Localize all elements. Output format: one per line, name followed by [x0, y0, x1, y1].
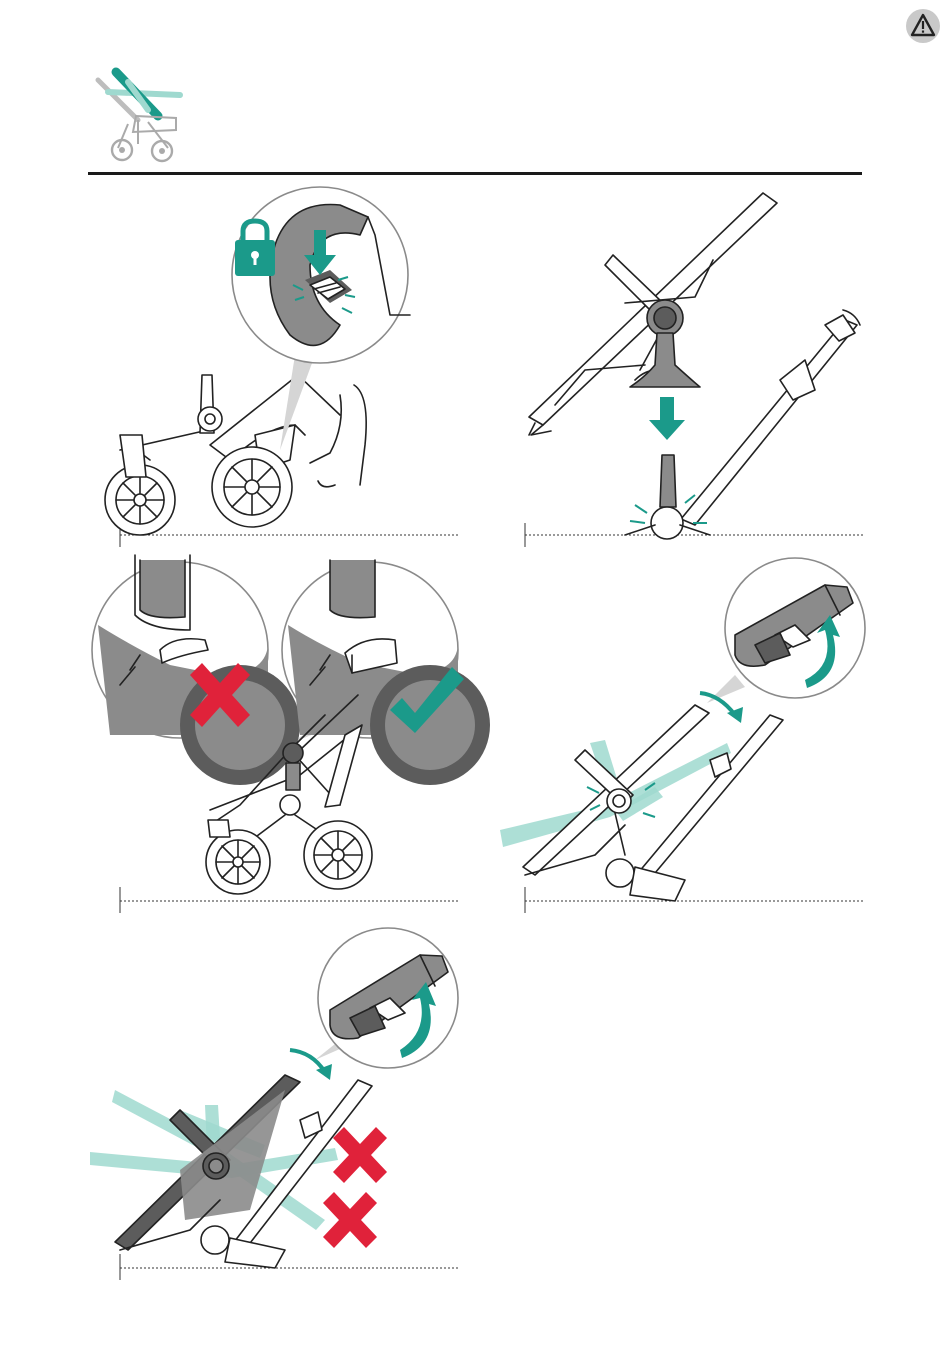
- header-divider: [88, 172, 862, 175]
- warning-icon-badge: [905, 8, 941, 44]
- stroller-recline-icon: [88, 60, 188, 168]
- rear-wheel: [212, 447, 292, 527]
- step-recline-not-allowed: [90, 920, 465, 1285]
- warning-triangle-icon: [905, 8, 941, 44]
- step-lock-brake: [90, 185, 460, 550]
- step-release-recline: [495, 555, 865, 917]
- step-attach-seat-frame: [495, 185, 865, 550]
- red-cross-icon-2: [333, 1127, 387, 1183]
- red-cross-icon-3: [323, 1192, 377, 1248]
- down-arrow-icon-2: [649, 397, 685, 440]
- seat-frame: [529, 193, 777, 435]
- header-stroller-icon: [88, 60, 188, 168]
- front-wheel: [105, 435, 175, 535]
- step-check-lock-indicator: [90, 555, 460, 917]
